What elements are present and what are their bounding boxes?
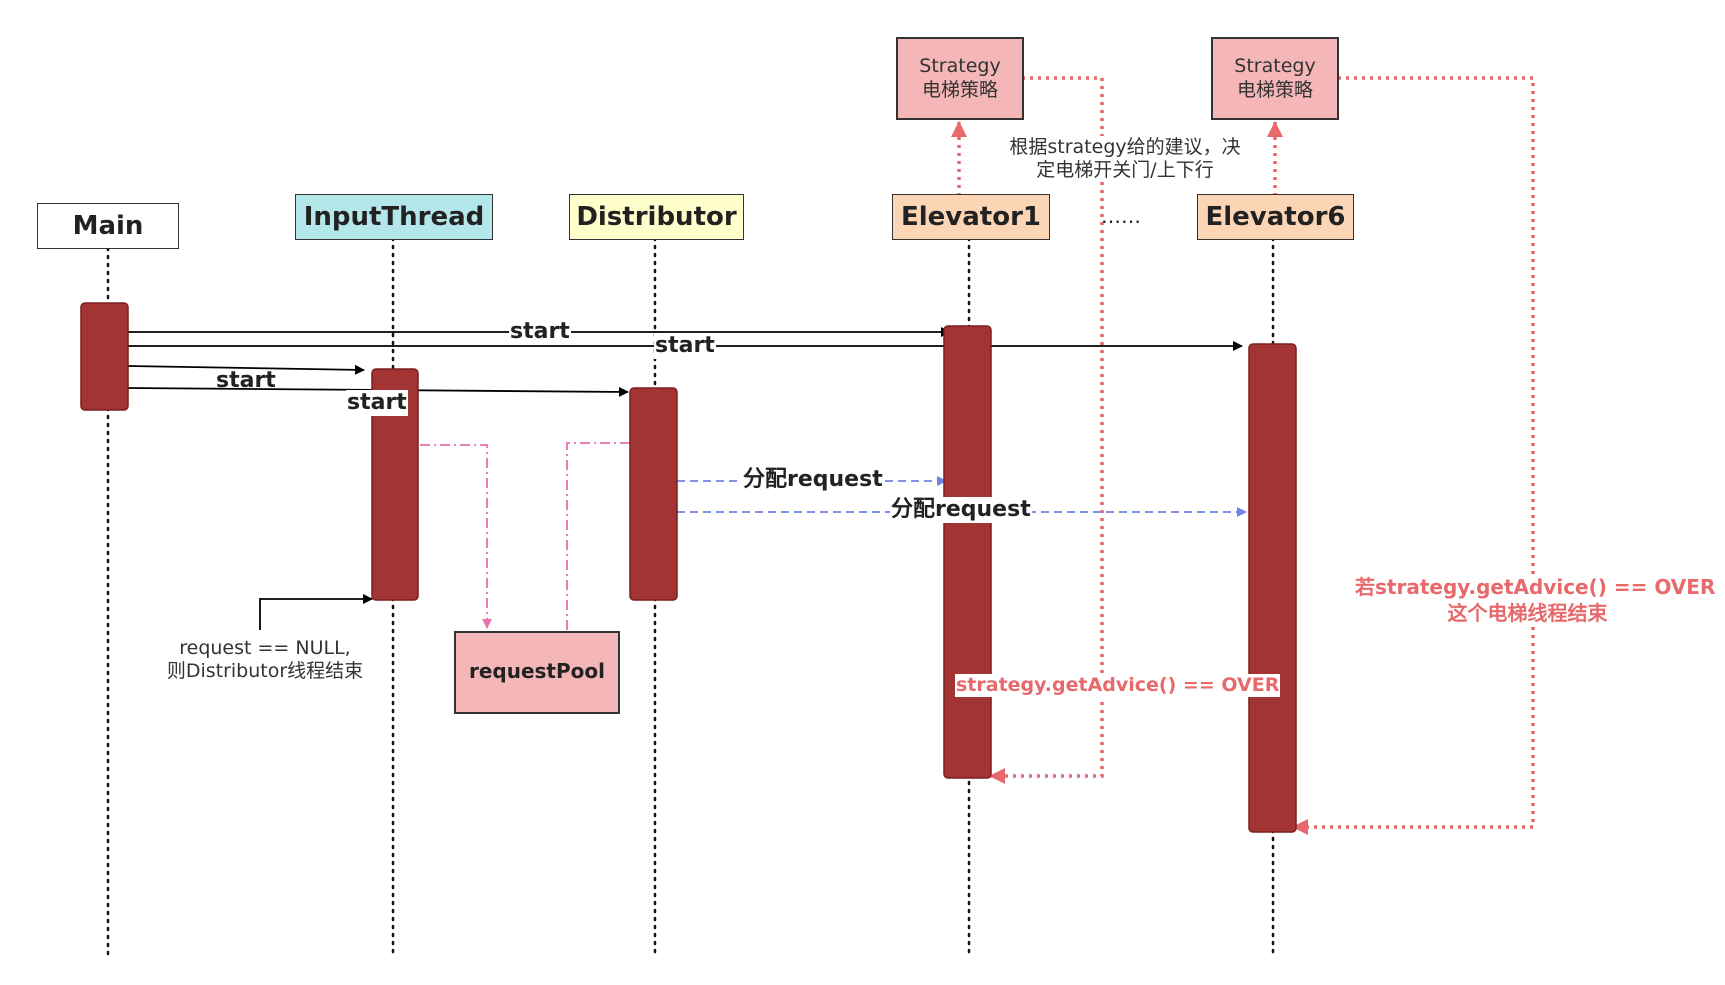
strategy-box-elevator6: Strategy 电梯策略: [1211, 37, 1339, 120]
distributor-activation: [629, 387, 678, 601]
note-over-general-line2: 这个电梯线程结束: [1447, 601, 1608, 625]
label-assign-request-elevator6: 分配request: [890, 497, 1032, 524]
participant-elevator6: Elevator6: [1197, 194, 1354, 240]
note-over-elevator1: strategy.getAdvice() == OVER: [955, 674, 1281, 697]
input-thread-activation: [371, 368, 419, 601]
request-pool-label: requestPool: [468, 659, 605, 683]
null-request-arrow: [259, 594, 373, 630]
note-null-request: request == NULL, 则Distributor线程结束: [150, 637, 380, 683]
note-strategy-advice: 根据strategy给的建议，决 定电梯开关门/上下行: [1000, 136, 1250, 182]
participant-main: Main: [37, 203, 179, 249]
note-null-request-line2: 则Distributor线程结束: [166, 659, 364, 682]
note-strategy-advice-line1: 根据strategy给的建议，决: [1009, 136, 1241, 158]
note-strategy-advice-line2: 定电梯开关门/上下行: [1036, 158, 1214, 181]
participant-distributor: Distributor: [569, 194, 744, 240]
label-start-distributor: start: [346, 390, 408, 417]
main-activation: [80, 302, 129, 411]
pool-to-distributor-path: [566, 438, 644, 630]
label-start-elevator6: start: [654, 333, 716, 360]
label-start-elevator1: start: [509, 319, 571, 346]
strategy-label-cn: 电梯策略: [921, 78, 998, 101]
msg-start-input-thread: [127, 364, 365, 375]
strategy-label: Strategy: [919, 54, 1001, 77]
elevators-ellipsis: ……: [1101, 204, 1141, 228]
elevator1-activation: [943, 325, 992, 779]
note-null-request-line1: request == NULL,: [179, 637, 351, 659]
participant-input-thread: InputThread: [295, 194, 493, 240]
label-assign-request-elevator1: 分配request: [742, 467, 884, 494]
strategy-label: Strategy: [1234, 54, 1316, 77]
request-pool-box: [454, 631, 620, 714]
strategy1-return-path: [989, 76, 1104, 784]
participant-elevator1: Elevator1: [892, 194, 1050, 240]
note-over-general: 若strategy.getAdvice() == OVER 这个电梯线程结束: [1355, 574, 1716, 626]
strategy-label-cn: 电梯策略: [1236, 78, 1313, 101]
label-start-input-thread: start: [216, 368, 276, 393]
strategy-box-elevator1: Strategy 电梯策略: [896, 37, 1024, 120]
strategy6-return-path: [1292, 76, 1535, 835]
note-over-general-line1: 若strategy.getAdvice() == OVER: [1355, 575, 1716, 599]
elevator6-activation: [1248, 343, 1297, 833]
input-to-pool-path: [420, 444, 492, 629]
